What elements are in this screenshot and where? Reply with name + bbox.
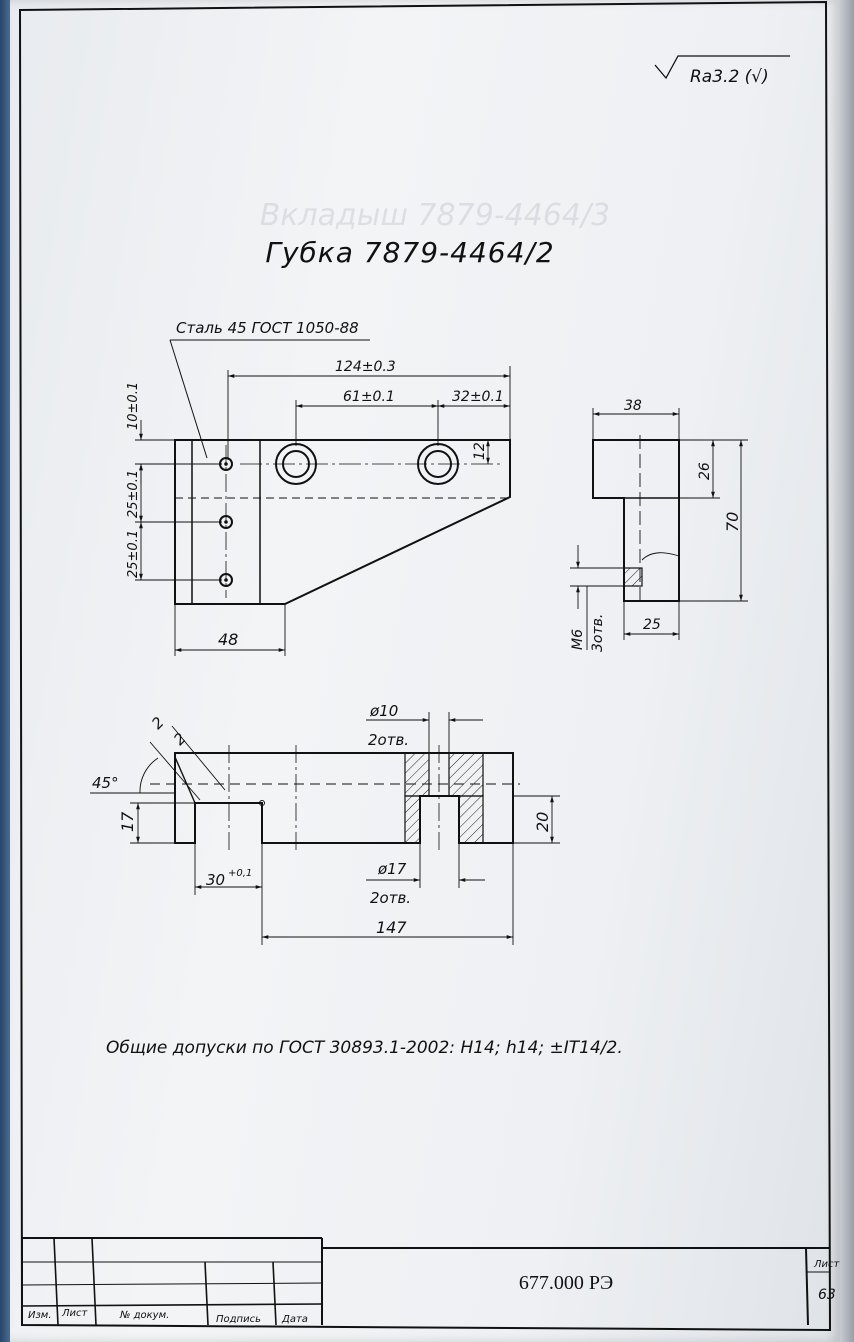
dim-17: 17 xyxy=(118,811,137,832)
dim-25: 25 xyxy=(643,617,661,633)
dim-61: 61±0.1 xyxy=(343,389,395,405)
sheet-frame xyxy=(18,0,832,1332)
page-edge xyxy=(840,0,854,1342)
dim-10: 10±0.1 xyxy=(126,382,141,430)
title-block xyxy=(21,1237,830,1326)
side-view xyxy=(592,435,680,606)
m6-thread-section xyxy=(623,567,643,587)
dim-32: 32±0.1 xyxy=(452,389,504,405)
thread-label: M6 xyxy=(570,629,586,650)
dim-20: 20 xyxy=(533,812,552,832)
title-block-izm: Изм. xyxy=(28,1310,52,1321)
chamfer-dim-a: 2 xyxy=(148,713,167,732)
material-leader xyxy=(169,339,370,459)
dim-38: 38 xyxy=(624,398,642,414)
side-view-dimensions xyxy=(570,408,748,650)
title-block-doc: № докум. xyxy=(119,1310,169,1321)
dim-124: 124±0.3 xyxy=(335,359,396,375)
dim-48: 48 xyxy=(218,630,238,649)
front-view-holes xyxy=(219,443,459,587)
thread-count: 3отв. xyxy=(590,614,606,652)
hole-17-count: 2отв. xyxy=(370,889,411,907)
title-block-list: Лист xyxy=(61,1308,89,1319)
sheet-number: 63 xyxy=(818,1287,836,1303)
roughness-symbol xyxy=(654,55,790,80)
drawing-sheet xyxy=(10,0,840,1342)
title-block-sign: Подпись xyxy=(216,1314,261,1325)
dim-12: 12 xyxy=(472,442,488,460)
dim-26: 26 xyxy=(697,462,713,480)
dim-25b: 25±0.1 xyxy=(126,530,141,578)
angle-45: 45° xyxy=(92,774,119,792)
hole-10-dim: ø10 xyxy=(369,702,398,720)
bottom-view xyxy=(150,745,520,850)
book-binding xyxy=(0,0,10,1342)
document-number: 677.000 РЭ xyxy=(519,1272,613,1294)
ghost-text: Вкладыш 7879-4464/3 xyxy=(260,198,610,233)
front-view-dimensions xyxy=(135,366,511,656)
hole-17-dim: ø17 xyxy=(377,860,407,878)
roughness-label: Ra3.2 (√) xyxy=(690,67,769,87)
bottom-view-dimensions xyxy=(90,712,560,945)
material-note: Сталь 45 ГОСТ 1050-88 xyxy=(176,319,359,337)
dim-30-tolerance: +0,1 xyxy=(228,868,252,879)
general-tolerances-note: Общие допуски по ГОСТ 30893.1-2002: H14;… xyxy=(106,1038,623,1058)
sheet-label: Лист xyxy=(813,1259,841,1270)
title-block-date: Дата xyxy=(281,1314,308,1325)
dim-25a: 25±0.1 xyxy=(126,470,141,518)
chamfer-dim-b: 2 xyxy=(170,729,189,748)
dim-70: 70 xyxy=(723,512,742,532)
dim-30: 30 xyxy=(206,871,225,889)
dim-147: 147 xyxy=(376,918,407,937)
hole-10-count: 2отв. xyxy=(368,731,409,749)
part-title: Губка 7879-4464/2 xyxy=(265,236,554,269)
